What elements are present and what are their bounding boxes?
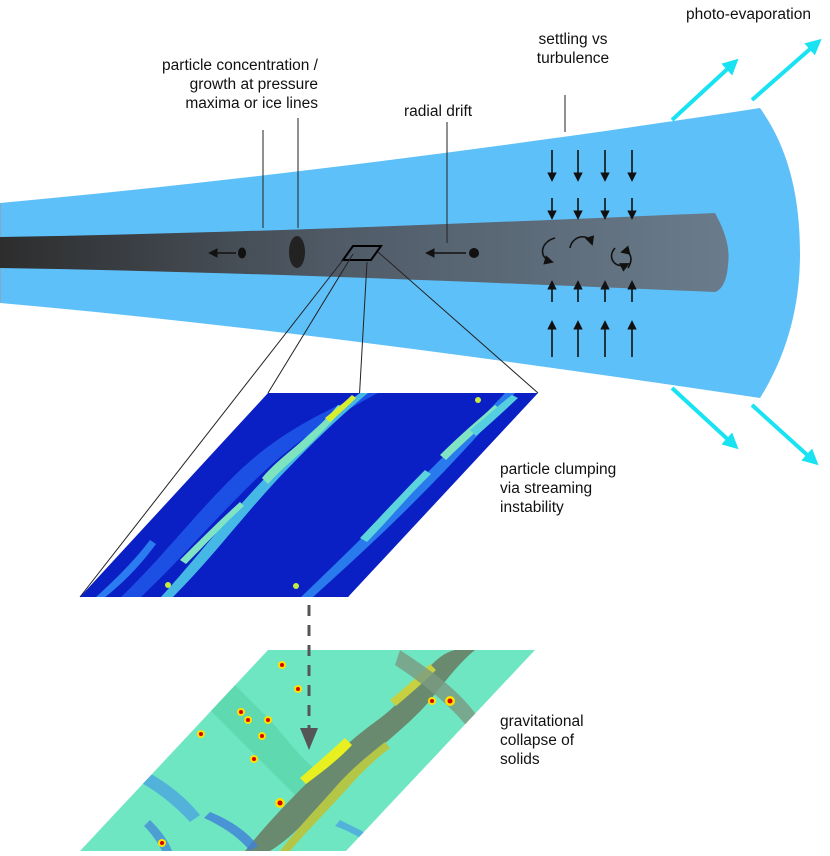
label-gravitational-collapse: gravitational collapse of solids — [500, 713, 584, 768]
zoom-projection — [79, 245, 539, 598]
particle-small — [238, 247, 246, 259]
particle-concentration-blob — [289, 236, 305, 268]
drifting-particle — [469, 248, 479, 258]
label-photo-evaporation: photo-evaporation — [686, 6, 811, 23]
midplane-particles — [208, 236, 479, 268]
label-particle-clumping: particle clumping via streaming instabil… — [500, 461, 617, 516]
label-settling-vs-turbulence: settling vs turbulence — [536, 31, 610, 67]
streaming-instability-panel — [80, 393, 538, 597]
midplane-dust-layer — [0, 213, 729, 292]
label-radial-drift: radial drift — [404, 103, 473, 120]
outflow-arrow-up-left — [670, 58, 739, 122]
outflow-arrow-down-right — [750, 403, 819, 466]
photo-evaporation-arrows — [670, 38, 822, 466]
collapse-dashed-arrow — [300, 605, 318, 750]
label-particle-concentration: particle concentration / growth at press… — [162, 57, 318, 112]
outflow-arrow-up-right — [750, 38, 822, 102]
collapse-clumps — [158, 661, 455, 847]
gravitational-collapse-panel — [80, 650, 535, 851]
turbulence-curls — [541, 235, 632, 272]
leader-lines — [262, 95, 566, 243]
zoom-selection-box — [341, 245, 383, 261]
outflow-arrow-down-left — [670, 386, 739, 450]
settling-arrows — [547, 150, 637, 357]
